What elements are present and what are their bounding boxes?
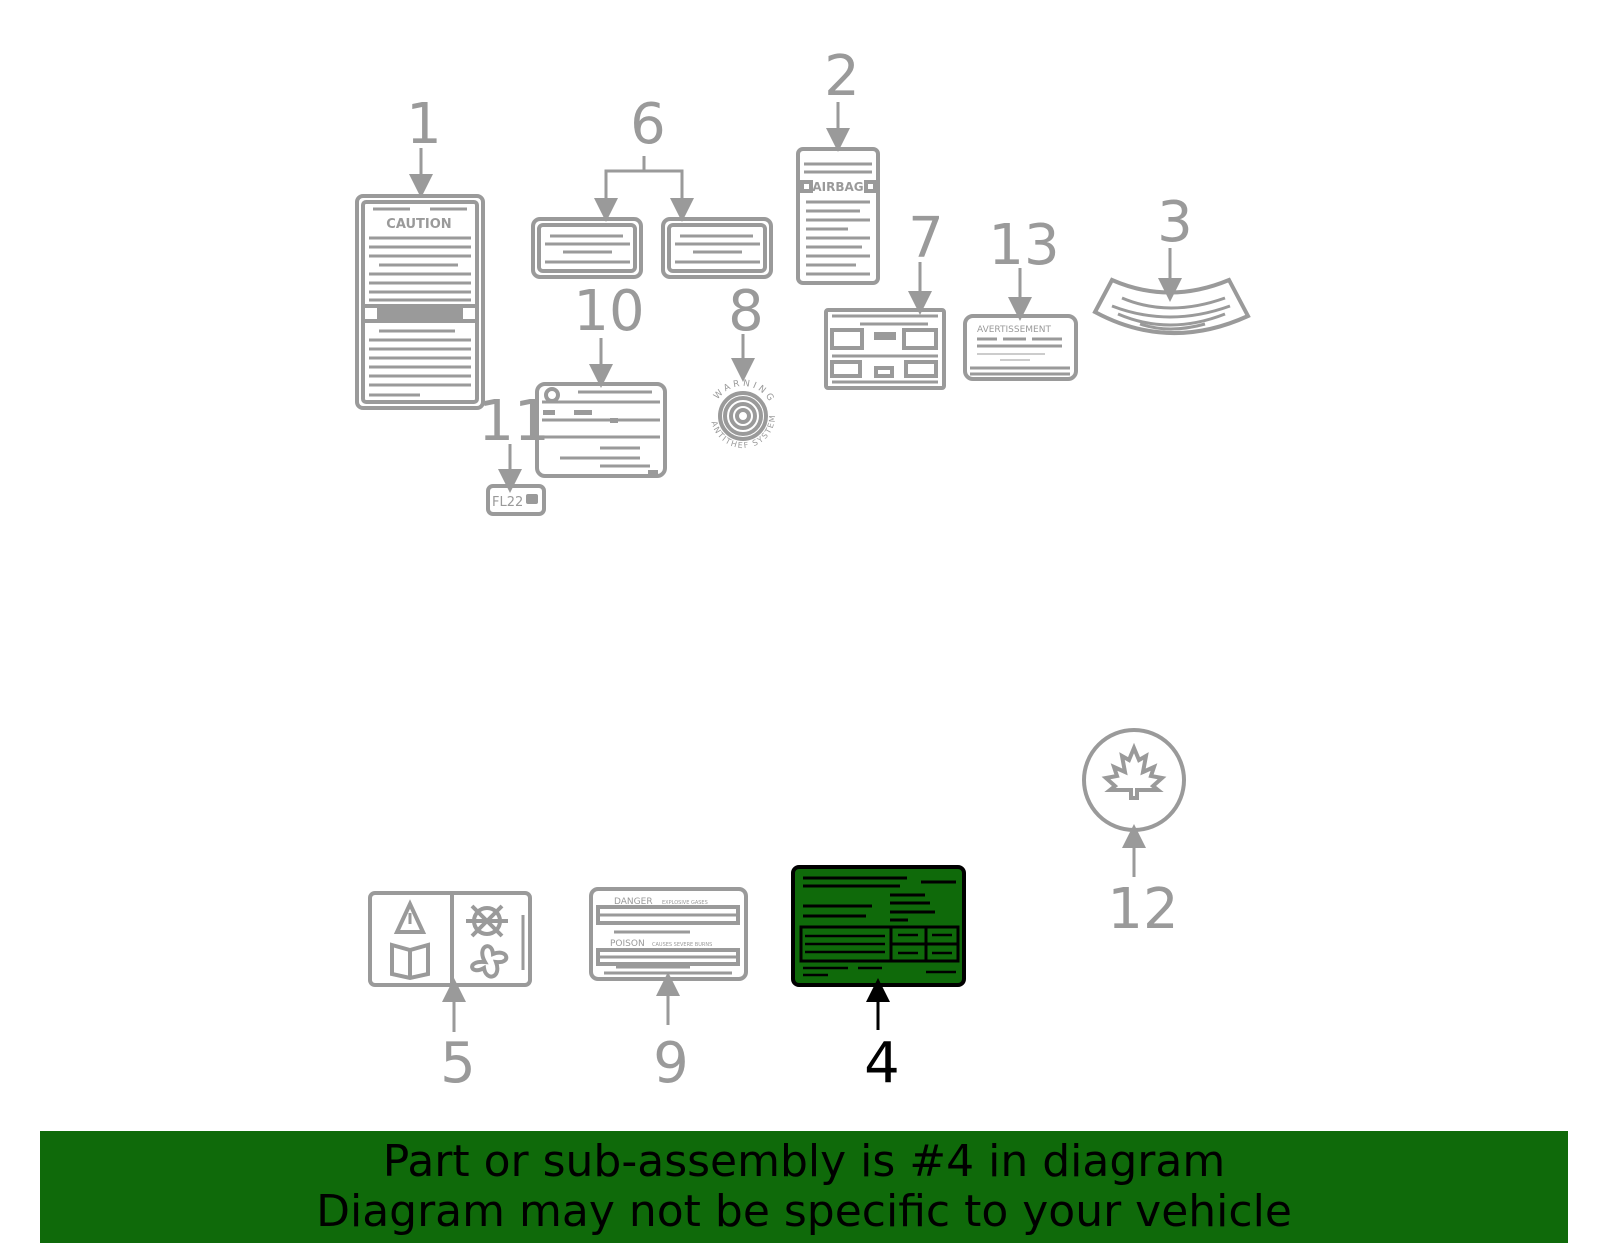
part-13-avertissement-label[interactable]: AVERTISSEMENT (963, 314, 1078, 381)
part-4-highlighted-label[interactable] (791, 865, 966, 987)
part-9-battery-danger-label[interactable]: DANGER EXPLOSIVE GASES POISON CAUSES SEV… (589, 887, 748, 981)
callout-13: 13 (988, 213, 1059, 278)
avertissement-text: AVERTISSEMENT (977, 325, 1051, 335)
part-7-emission-label[interactable] (824, 308, 946, 390)
callout-7: 7 (908, 206, 944, 271)
callout-5: 5 (440, 1031, 476, 1096)
part-3-curved-label[interactable] (1092, 277, 1251, 336)
part-1-caution-label[interactable]: CAUTION (355, 194, 485, 410)
causes-severe-burns-text: CAUSES SEVERE BURNS (652, 942, 712, 948)
callout-10: 10 (573, 279, 644, 344)
callout-6: 6 (630, 92, 666, 157)
callout-3: 3 (1157, 190, 1193, 255)
part-12-maple-leaf-badge[interactable] (1082, 728, 1186, 832)
part-10-info-label[interactable] (535, 382, 667, 478)
fl22-text: FL22 (492, 495, 523, 510)
info-banner: Part or sub-assembly is #4 in diagram Di… (40, 1131, 1568, 1243)
no-spark-icon (466, 904, 508, 938)
callout-8: 8 (728, 279, 764, 344)
part-6-labels[interactable] (531, 217, 773, 279)
callout-9: 9 (653, 1031, 689, 1096)
banner-line-2: Diagram may not be specific to your vehi… (316, 1186, 1292, 1237)
part-11-fl22-tag[interactable]: FL22 (486, 484, 546, 516)
part-5-pictogram-label[interactable] (368, 891, 532, 987)
part-8-antitheft-seal[interactable]: WARNING ANTITHEF SYSTEM (709, 379, 777, 450)
fan-icon (470, 944, 509, 979)
poison-text: POISON (610, 939, 645, 949)
part-2-airbag-label[interactable]: AIRBAG (796, 147, 880, 285)
callout-4: 4 (864, 1031, 900, 1096)
manual-book-icon (390, 942, 430, 981)
caution-text: CAUTION (386, 217, 451, 232)
callout-1: 1 (406, 92, 442, 157)
airbag-text: AIRBAG (812, 180, 863, 194)
banner-line-1: Part or sub-assembly is #4 in diagram (382, 1136, 1226, 1187)
callout-11: 11 (478, 389, 549, 454)
explosive-gases-text: EXPLOSIVE GASES (662, 900, 708, 906)
callout-2: 2 (824, 44, 860, 109)
callout-12: 12 (1107, 877, 1178, 942)
maple-leaf-icon (1101, 742, 1167, 800)
danger-text: DANGER (614, 897, 653, 907)
warning-triangle-icon (393, 899, 427, 934)
